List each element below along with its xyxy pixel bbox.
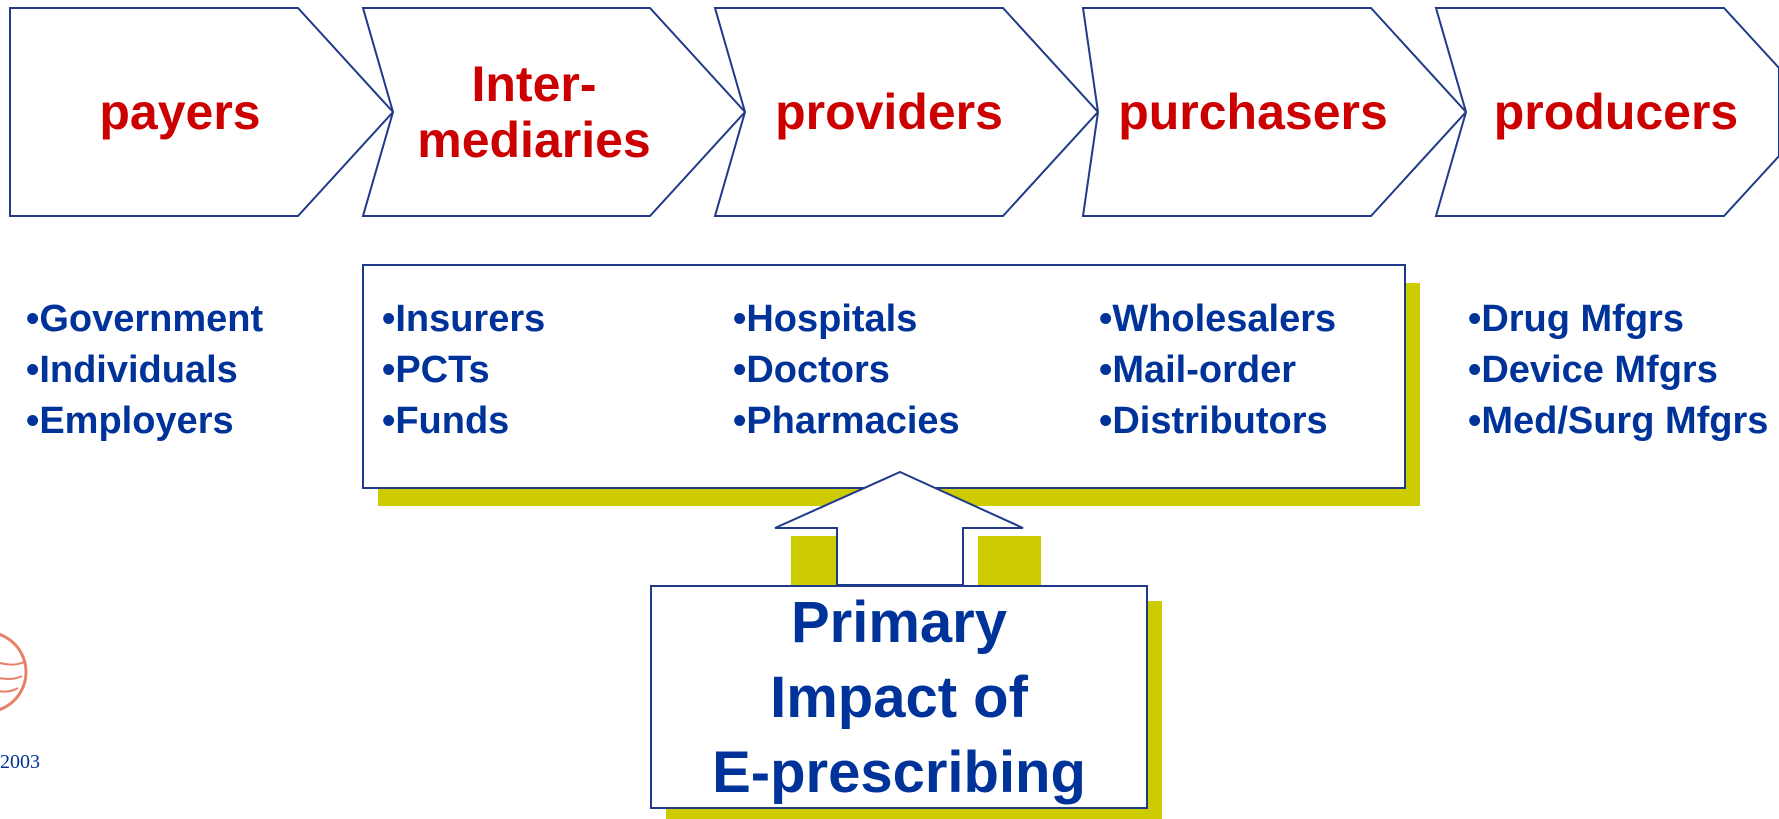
chevron-providers [713,7,1100,217]
list-item: Pharmacies [733,396,959,447]
list-item: Drug Mfgrs [1468,294,1768,345]
list-producers: Drug Mfgrs Device Mfgrs Med/Surg Mfgrs [1468,294,1768,447]
list-item: Hospitals [733,294,960,345]
list-intermediaries: Insurers PCTs Funds [382,294,545,447]
chevron-payers [9,7,395,217]
impact-line-1: Primary [790,589,1007,655]
impact-callout-text: Primary Impact of E-prescribing [651,586,1147,808]
stage-label-intermediaries: Inter- mediaries [417,56,651,168]
list-item: PCTs [382,345,545,396]
list-item: Mail-order [1099,345,1336,396]
impact-line-3: E-prescribing [712,739,1086,805]
list-item: Distributors [1099,396,1336,447]
impact-line-2: Impact of [770,664,1028,730]
stage-label-purchasers: purchasers [1118,84,1388,140]
list-item: Wholesalers [1099,294,1336,345]
list-item: Funds [382,396,545,447]
list-item: Government [26,294,263,345]
impact-callout-box [650,585,1148,809]
footer-year: 2003 [0,751,40,773]
list-item: Device Mfgrs [1468,345,1768,396]
list-providers: Hospitals Doctors Pharmacies [733,294,960,447]
stage-label-producers: producers [1493,84,1739,140]
list-purchasers: Wholesalers Mail-order Distributors [1099,294,1336,447]
list-item: Med/Surg Mfgrs [1468,396,1768,447]
list-item: Insurers [382,294,545,345]
list-item: Doctors [733,345,960,396]
stage-label-providers: providers [775,84,1003,140]
stage-label-payers: payers [99,84,261,140]
chevron-producers [1434,7,1779,217]
organization-seal-logo [0,632,28,712]
chevron-intermediaries [361,7,747,217]
list-item: Individuals [26,345,263,396]
list-item: Employers [26,396,263,447]
impact-arrow-shadow-right [978,536,1041,598]
chevron-purchasers [1081,7,1468,217]
list-payers: Government Individuals Employers [26,294,263,447]
